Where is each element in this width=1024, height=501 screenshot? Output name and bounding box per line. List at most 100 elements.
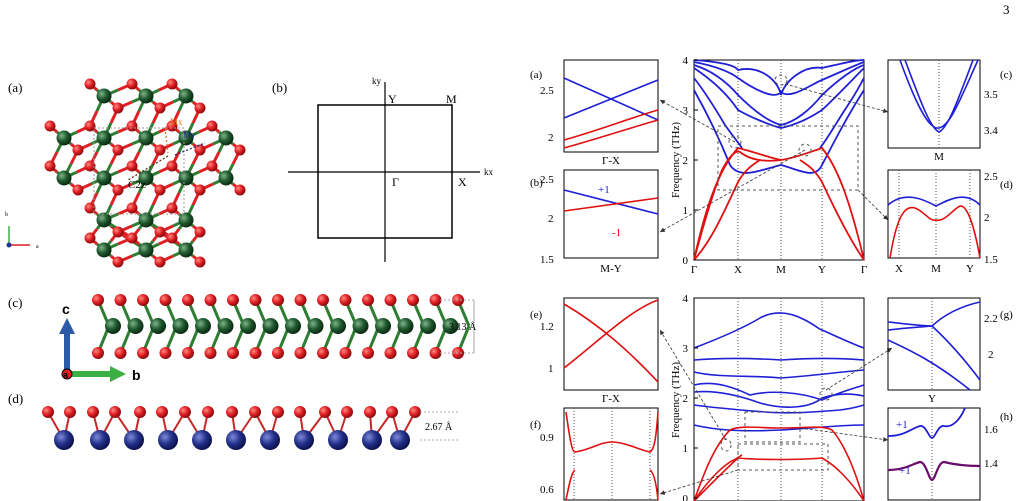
red-atom	[206, 160, 218, 172]
top-inset-boxes	[717, 74, 859, 191]
arrow-to-inset-d	[857, 189, 889, 221]
top-red-atom	[204, 294, 217, 306]
green-atom	[178, 170, 194, 186]
red-atom	[154, 226, 166, 238]
inset-a-ytick-2: 2	[548, 132, 554, 144]
red-atom	[112, 102, 124, 114]
middle-green-atom	[195, 318, 211, 334]
blue-atom	[158, 430, 178, 450]
bottom-red-atom	[317, 347, 329, 359]
top-red-atom	[429, 294, 442, 306]
bottom-red-atom	[407, 347, 419, 359]
green-atom	[96, 212, 112, 228]
bottom-blue-band-6	[693, 404, 865, 414]
top-red-atom	[384, 294, 397, 306]
bottom-ylabel: Frequency (THz)	[670, 362, 682, 438]
middle-green-atom	[262, 318, 279, 334]
top-blue-band-1	[693, 59, 865, 96]
red-atom	[84, 160, 96, 172]
red-atom	[154, 102, 166, 114]
green-atom	[96, 242, 112, 258]
green-atom	[218, 170, 234, 186]
top-xtick: Y	[818, 264, 826, 276]
inset-g-blue-1	[887, 301, 981, 327]
middle-green-atom	[240, 318, 256, 334]
top-red-atom	[227, 294, 239, 306]
red-atom-d	[156, 406, 168, 418]
red-atom-d	[64, 406, 76, 418]
middle-green-atom	[352, 318, 369, 334]
panel-a-lattice	[44, 78, 246, 268]
ky-label: ky	[372, 76, 382, 86]
inset-a: (a) 2.5 2 Γ-X	[530, 59, 659, 167]
inset-g-label: (g)	[1000, 309, 1013, 321]
symmetry-markers: Mx My C2z	[93, 117, 206, 215]
red-atom-d	[294, 406, 306, 418]
inset-b: (b) 2.5 2 1.5 +1 -1 M-Y	[530, 169, 659, 275]
top-xtick: M	[776, 264, 786, 276]
middle-green-atom	[397, 318, 414, 334]
y-point-label: Y	[388, 92, 397, 106]
mx-label: Mx	[170, 117, 183, 127]
panel-c-axes: c b a	[59, 301, 141, 383]
arrow-to-inset-c	[784, 83, 889, 114]
top-red-band-2	[693, 150, 782, 261]
inset-c-ytick-1: 3.5	[984, 89, 998, 101]
top-red-atom	[317, 294, 329, 306]
blue-atom	[90, 430, 110, 450]
inset-e-red-2	[563, 303, 659, 383]
bottom-blue-band-1	[693, 312, 865, 349]
inset-e-label: (e)	[530, 309, 543, 321]
red-atom-d	[109, 406, 121, 418]
inset-g-ytick-2: 2	[988, 349, 994, 361]
red-atom-d	[272, 406, 284, 418]
top-ytick: 1	[683, 205, 689, 217]
bottom-red-atom	[294, 347, 307, 359]
bottom-ytick: 1	[683, 443, 689, 455]
green-atom	[178, 130, 194, 146]
bottom-red-atom	[159, 347, 172, 359]
inset-b-label: (b)	[530, 177, 543, 189]
red-atom	[194, 144, 206, 156]
panel-b-label: (b)	[272, 80, 287, 95]
inset-c-blue-1	[904, 59, 974, 133]
inset-c-xlabel: M	[934, 151, 944, 163]
bottom-red-atom	[137, 347, 149, 359]
axis-b-side-head	[110, 366, 126, 382]
top-red-band-3	[693, 159, 761, 261]
top-red-band-4	[799, 159, 865, 261]
red-atom	[166, 232, 178, 244]
blue-atom	[328, 430, 348, 450]
bottom-red-atom	[249, 347, 262, 359]
top-inset-arrows	[659, 83, 889, 233]
inset-e: (e) 1.2 1 Γ-X	[530, 297, 659, 405]
inset-g-blue-2	[887, 325, 981, 381]
red-atom-d	[341, 406, 353, 418]
middle-green-atom	[172, 318, 189, 334]
top-red-atom	[137, 294, 149, 306]
axis-origin	[6, 242, 12, 248]
blue-atom	[294, 430, 314, 450]
red-atom	[126, 202, 138, 214]
c2z-label: C2z	[128, 179, 146, 191]
inset-b-ytick-3: 1.5	[540, 254, 554, 266]
red-atom	[126, 160, 138, 172]
inset-c-label: (c)	[1000, 69, 1013, 81]
red-atom	[194, 256, 206, 268]
top-dashed-ellipse-b	[798, 143, 812, 157]
inset-h-ytick-2: 1.4	[984, 458, 998, 470]
arrow-to-inset-b	[659, 149, 806, 233]
inset-f-label: (f)	[530, 419, 541, 431]
inset-e-xlabel: Γ-X	[602, 393, 620, 405]
bottom-blue-band-4	[693, 382, 865, 401]
panel-d-label: (d)	[8, 391, 23, 406]
green-atom	[178, 212, 194, 228]
inset-f-ytick-1: 0.9	[540, 432, 554, 444]
inset-h-frame	[887, 407, 981, 501]
axis-b-label: b	[5, 212, 8, 218]
inset-b-ytick-1: 2.5	[540, 174, 554, 186]
top-red-atom	[92, 294, 104, 306]
blue-atom	[362, 430, 382, 450]
inset-d-xtick-1: X	[895, 263, 903, 275]
